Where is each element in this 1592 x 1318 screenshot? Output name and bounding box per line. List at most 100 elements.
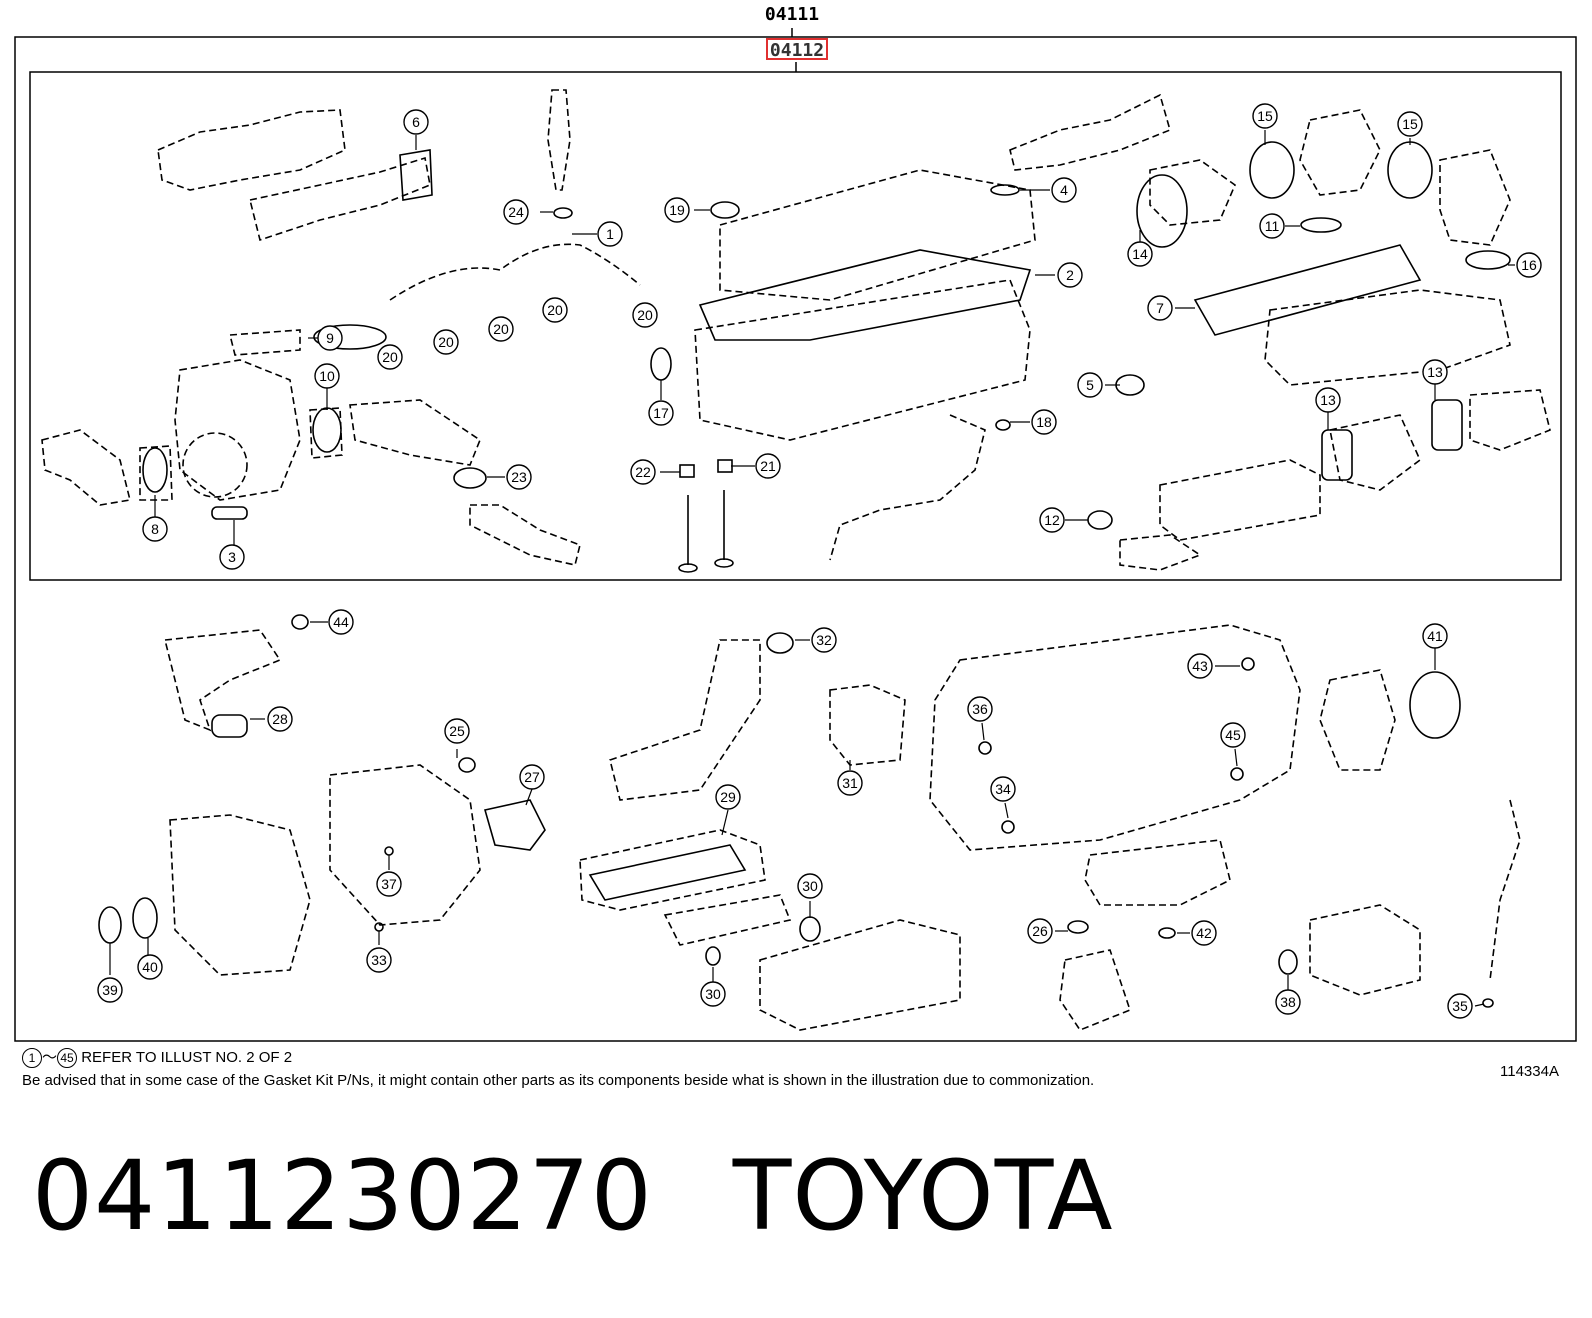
callout-20[interactable]: 20 <box>377 344 403 370</box>
callout-label: 21 <box>760 458 776 474</box>
callout-27[interactable]: 27 <box>519 764 545 790</box>
inner-frame <box>29 71 1562 581</box>
callout-label: 23 <box>511 469 527 485</box>
callout-label: 22 <box>635 464 651 480</box>
callout-21[interactable]: 21 <box>755 453 781 479</box>
callout-15[interactable]: 15 <box>1252 103 1278 129</box>
callout-38[interactable]: 38 <box>1275 989 1301 1015</box>
callout-label: 5 <box>1086 377 1094 393</box>
callout-12[interactable]: 12 <box>1039 507 1065 533</box>
callout-13[interactable]: 13 <box>1422 359 1448 385</box>
callout-circle <box>328 609 354 635</box>
callout-32[interactable]: 32 <box>811 627 837 653</box>
callout-19[interactable]: 19 <box>664 197 690 223</box>
callout-20[interactable]: 20 <box>542 297 568 323</box>
callout-14[interactable]: 14 <box>1127 241 1153 267</box>
callout-circle <box>755 453 781 479</box>
callout-label: 15 <box>1257 108 1273 124</box>
callout-30[interactable]: 30 <box>700 981 726 1007</box>
callout-18[interactable]: 18 <box>1031 409 1057 435</box>
o-ring-35 <box>1482 998 1494 1008</box>
egr-pipe <box>1009 93 1171 171</box>
callout-9[interactable]: 9 <box>317 325 343 351</box>
callout-circle <box>1057 262 1083 288</box>
timing-gasket-27 <box>483 799 546 851</box>
callout-label: 15 <box>1402 116 1418 132</box>
callout-label: 45 <box>1225 727 1241 743</box>
callout-label: 7 <box>1156 300 1164 316</box>
gasket-16 <box>1465 250 1511 270</box>
intake-elbow <box>41 429 131 506</box>
callout-1[interactable]: 1 <box>597 221 623 247</box>
callout-7[interactable]: 7 <box>1147 295 1173 321</box>
o-ring-43 <box>1241 657 1255 671</box>
intake-gasket-7 <box>1193 244 1422 336</box>
callout-25[interactable]: 25 <box>444 718 470 744</box>
callout-4[interactable]: 4 <box>1051 177 1077 203</box>
callout-label: 20 <box>637 307 653 323</box>
callout-44[interactable]: 44 <box>328 609 354 635</box>
valve-head-a <box>678 563 698 573</box>
gasket-4 <box>990 184 1020 196</box>
callout-circle <box>433 329 459 355</box>
callout-28[interactable]: 28 <box>267 706 293 732</box>
callout-20[interactable]: 20 <box>632 302 658 328</box>
callout-circle <box>137 954 163 980</box>
throttle-body <box>1149 159 1236 226</box>
timing-cover-plate <box>169 814 311 976</box>
callout-20[interactable]: 20 <box>433 329 459 355</box>
callout-label: 34 <box>995 781 1011 797</box>
callout-5[interactable]: 5 <box>1077 372 1103 398</box>
callout-circle <box>797 873 823 899</box>
callout-40[interactable]: 40 <box>137 954 163 980</box>
callout-31[interactable]: 31 <box>837 770 863 796</box>
callout-10[interactable]: 10 <box>314 363 340 389</box>
callout-26[interactable]: 26 <box>1027 918 1053 944</box>
callout-17[interactable]: 17 <box>648 400 674 426</box>
callout-11[interactable]: 11 <box>1259 213 1285 239</box>
callout-16[interactable]: 16 <box>1516 252 1542 278</box>
callout-23[interactable]: 23 <box>506 464 532 490</box>
callout-label: 30 <box>802 878 818 894</box>
callout-29[interactable]: 29 <box>715 784 741 810</box>
callout-15[interactable]: 15 <box>1397 111 1423 137</box>
callout-33[interactable]: 33 <box>366 947 392 973</box>
parent-part-code[interactable]: 04111 <box>764 4 820 25</box>
callout-circle <box>967 696 993 722</box>
seals-and-rings <box>98 141 1511 1008</box>
callout-circle <box>1422 359 1448 385</box>
o-ring-36 <box>978 741 992 755</box>
callout-label: 10 <box>319 368 335 384</box>
callout-42[interactable]: 42 <box>1191 920 1217 946</box>
oil-seal-40 <box>132 897 158 939</box>
callout-circle <box>506 464 532 490</box>
callout-label: 37 <box>381 876 397 892</box>
callout-8[interactable]: 8 <box>142 516 168 542</box>
injector <box>547 89 571 191</box>
callout-22[interactable]: 22 <box>630 459 656 485</box>
callout-35[interactable]: 35 <box>1447 993 1473 1019</box>
callout-2[interactable]: 2 <box>1057 262 1083 288</box>
callout-circle <box>142 516 168 542</box>
callout-circle <box>648 400 674 426</box>
callout-circle <box>317 325 343 351</box>
callout-45[interactable]: 45 <box>1220 722 1246 748</box>
callout-41[interactable]: 41 <box>1422 623 1448 649</box>
oil-seal-39 <box>98 906 122 944</box>
callout-circle <box>1187 653 1213 679</box>
callout-13[interactable]: 13 <box>1315 387 1341 413</box>
valve-cover <box>719 169 1036 301</box>
callout-20[interactable]: 20 <box>488 316 514 342</box>
callout-37[interactable]: 37 <box>376 871 402 897</box>
callout-24[interactable]: 24 <box>503 199 529 225</box>
callout-43[interactable]: 43 <box>1187 653 1213 679</box>
callout-30[interactable]: 30 <box>797 873 823 899</box>
callout-36[interactable]: 36 <box>967 696 993 722</box>
callout-39[interactable]: 39 <box>97 977 123 1003</box>
callout-6[interactable]: 6 <box>403 109 429 135</box>
callout-3[interactable]: 3 <box>219 544 245 570</box>
selected-part-code[interactable]: 04112 <box>766 38 828 61</box>
gasket-9 <box>313 324 387 350</box>
callout-circle <box>1220 722 1246 748</box>
callout-34[interactable]: 34 <box>990 776 1016 802</box>
